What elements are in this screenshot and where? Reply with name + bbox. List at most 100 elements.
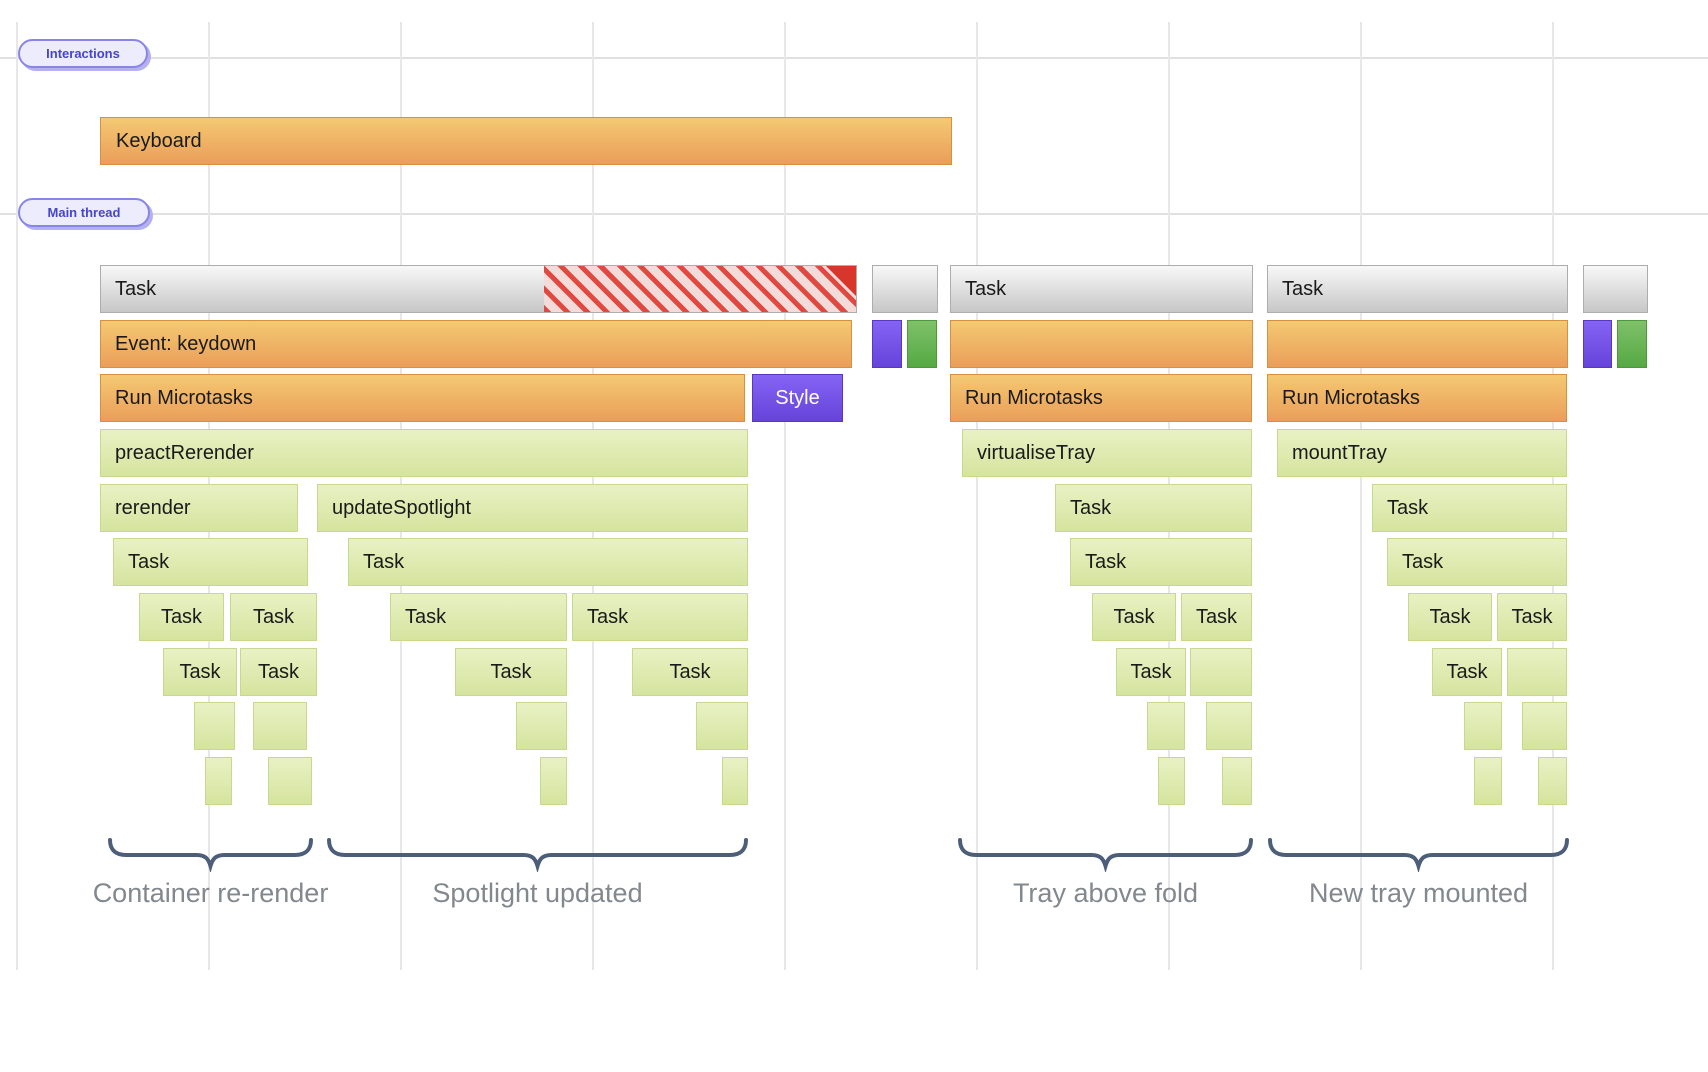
flame-bar[interactable] xyxy=(907,320,937,368)
track-label-interactions[interactable]: Interactions xyxy=(18,39,148,68)
flame-bar-preactrerender[interactable]: preactRerender xyxy=(100,429,748,477)
flame-bar-label: Task xyxy=(587,605,629,628)
flame-bar[interactable] xyxy=(205,757,232,805)
flame-bar-task[interactable]: Task xyxy=(1070,538,1252,586)
flame-bar-mounttray[interactable]: mountTray xyxy=(1277,429,1567,477)
gridline-vertical xyxy=(16,22,18,970)
flame-bar-label: Task xyxy=(669,660,711,683)
flame-bar[interactable] xyxy=(696,702,748,750)
flame-bar-label: Task xyxy=(363,550,405,573)
flame-bar[interactable] xyxy=(253,702,307,750)
flame-bar-label: Run Microtasks xyxy=(965,386,1103,409)
flame-bar-task[interactable]: Task xyxy=(1497,593,1567,641)
gridline-vertical xyxy=(976,22,978,970)
flame-bar[interactable] xyxy=(722,757,748,805)
flame-bar-label: Task xyxy=(1282,277,1324,300)
flame-bar-task[interactable]: Task xyxy=(348,538,748,586)
flame-bar-task[interactable]: Task xyxy=(139,593,224,641)
flame-bar[interactable] xyxy=(1464,702,1502,750)
flame-bar-task[interactable]: Task xyxy=(163,648,237,696)
annotation-label-new-tray-mounted: New tray mounted xyxy=(1308,878,1529,908)
flame-bar-label: Task xyxy=(160,605,203,628)
flame-bar[interactable] xyxy=(1147,702,1185,750)
flame-bar-run-microtasks[interactable]: Run Microtasks xyxy=(1267,374,1567,422)
flame-bar-task[interactable]: Task xyxy=(390,593,567,641)
flame-bar[interactable] xyxy=(950,320,1253,368)
flame-bar-task[interactable]: Task xyxy=(230,593,317,641)
track-label-interactions-text: Interactions xyxy=(46,46,120,61)
flame-bar-label: Task xyxy=(405,605,447,628)
flame-bar-label: Task xyxy=(115,277,157,300)
flame-bar[interactable] xyxy=(1522,702,1567,750)
flame-bar-label: Task xyxy=(1113,605,1155,628)
flame-bar-task[interactable]: Task xyxy=(1116,648,1186,696)
annotation-label-spotlight-updated: Spotlight updated xyxy=(432,878,643,908)
interaction-event-keyboard[interactable]: Keyboard xyxy=(100,117,952,165)
flame-bar[interactable] xyxy=(1583,320,1612,368)
flame-bar[interactable] xyxy=(1474,757,1502,805)
flame-bar-task[interactable]: Task xyxy=(1372,484,1567,532)
flame-bar[interactable] xyxy=(516,702,567,750)
flame-bar-task[interactable]: Task xyxy=(950,265,1253,313)
flame-bar-label: Style xyxy=(775,386,820,409)
flame-bar[interactable] xyxy=(194,702,235,750)
long-task-warning-triangle-icon xyxy=(826,266,856,296)
flame-bar-task[interactable]: Task xyxy=(113,538,308,586)
flame-bar[interactable] xyxy=(1507,648,1567,696)
flame-bar-task[interactable]: Task xyxy=(1267,265,1568,313)
flame-bar[interactable] xyxy=(1206,702,1252,750)
flame-bar-task[interactable]: Task xyxy=(632,648,748,696)
flame-bar-label: Task xyxy=(1085,550,1127,573)
track-label-main-thread[interactable]: Main thread xyxy=(18,198,150,227)
flame-bar-task[interactable]: Task xyxy=(1387,538,1567,586)
flame-bar-task[interactable]: Task xyxy=(572,593,748,641)
flame-bar[interactable] xyxy=(1617,320,1647,368)
flame-bar[interactable] xyxy=(1267,320,1568,368)
annotation-brace xyxy=(327,838,748,872)
flame-bar-rerender[interactable]: rerender xyxy=(100,484,298,532)
flame-bar-task[interactable]: Task xyxy=(1408,593,1492,641)
flame-bar-label: mountTray xyxy=(1292,441,1387,464)
flame-bar-task[interactable]: Task xyxy=(1181,593,1252,641)
flame-bar-label: rerender xyxy=(115,496,191,519)
gridline-vertical xyxy=(1360,22,1362,970)
flame-bar-task[interactable]: Task xyxy=(455,648,567,696)
flame-bar[interactable] xyxy=(1538,757,1567,805)
flame-bar-label: Task xyxy=(128,550,170,573)
flame-bar[interactable] xyxy=(268,757,312,805)
annotation-label-container-re-render: Container re-render xyxy=(92,878,329,908)
flame-bar[interactable] xyxy=(540,757,567,805)
flame-bar-task[interactable]: Task xyxy=(1055,484,1252,532)
flame-bar[interactable] xyxy=(1190,648,1252,696)
flame-bar-style[interactable]: Style xyxy=(752,374,843,422)
flame-bar-event-keydown[interactable]: Event: keydown xyxy=(100,320,852,368)
flame-bar-task[interactable]: Task xyxy=(100,265,857,313)
flame-bar[interactable] xyxy=(872,265,938,313)
flame-bar-updatespotlight[interactable]: updateSpotlight xyxy=(317,484,748,532)
flame-bar-task[interactable]: Task xyxy=(240,648,317,696)
annotation-label-tray-above-fold: Tray above fold xyxy=(1012,878,1199,908)
flame-bar[interactable] xyxy=(872,320,902,368)
keyboard-event-label: Keyboard xyxy=(116,129,202,152)
flame-bar-label: Event: keydown xyxy=(115,332,257,355)
flame-bar-task[interactable]: Task xyxy=(1092,593,1176,641)
gridline-vertical xyxy=(784,22,786,970)
annotation-brace xyxy=(108,838,313,872)
flame-bar-task[interactable]: Task xyxy=(1432,648,1502,696)
flame-bar-label: Task xyxy=(252,605,295,628)
gridline-horizontal xyxy=(0,57,1708,59)
flame-bar-label: updateSpotlight xyxy=(332,496,472,519)
flame-bar-label: Task xyxy=(1446,660,1488,683)
flame-bar[interactable] xyxy=(1158,757,1185,805)
flame-bar-label: Task xyxy=(1429,605,1471,628)
flame-bar-label: preactRerender xyxy=(115,441,254,464)
flame-bar-label: Task xyxy=(179,660,221,683)
flame-bar[interactable] xyxy=(1222,757,1252,805)
flame-bar-run-microtasks[interactable]: Run Microtasks xyxy=(100,374,745,422)
track-label-main-thread-text: Main thread xyxy=(47,205,121,220)
flame-bar-label: Run Microtasks xyxy=(115,386,253,409)
flame-bar-virtualisetray[interactable]: virtualiseTray xyxy=(962,429,1252,477)
flame-bar[interactable] xyxy=(1583,265,1648,313)
flame-bar-run-microtasks[interactable]: Run Microtasks xyxy=(950,374,1252,422)
